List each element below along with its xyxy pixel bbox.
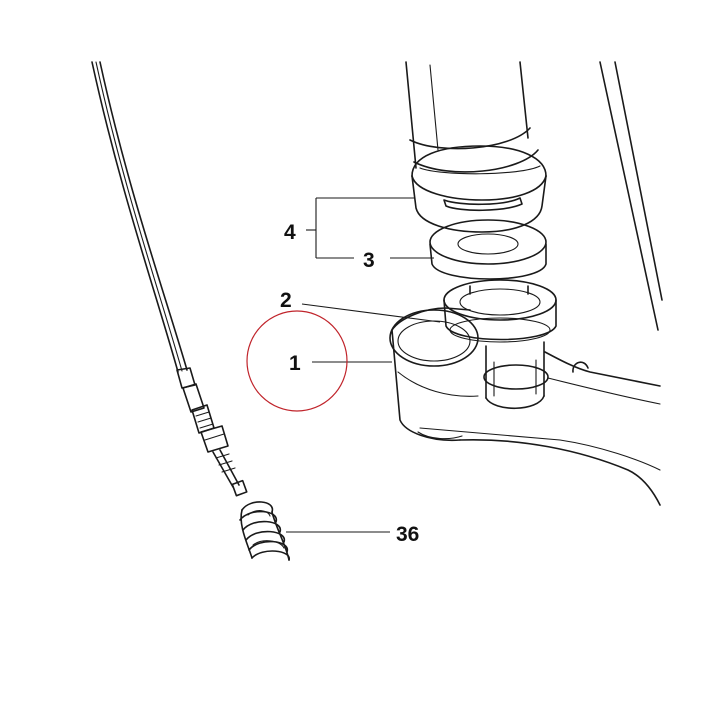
bushing-washer[interactable] (443, 279, 557, 343)
callout-leaders (286, 197, 441, 533)
callout-3[interactable]: 3 (363, 249, 375, 272)
callout-4[interactable]: 4 (284, 221, 296, 244)
return-spring[interactable] (239, 501, 290, 561)
clutch-cable[interactable] (91, 61, 248, 497)
spacer-ring[interactable] (429, 219, 547, 280)
highlight-circle (246, 310, 348, 412)
lever-housing[interactable] (389, 61, 663, 506)
callout-36[interactable]: 36 (396, 523, 419, 546)
grooved-sleeve[interactable] (411, 145, 547, 233)
callout-2[interactable]: 2 (280, 289, 292, 312)
callout-1[interactable]: 1 (289, 352, 301, 375)
